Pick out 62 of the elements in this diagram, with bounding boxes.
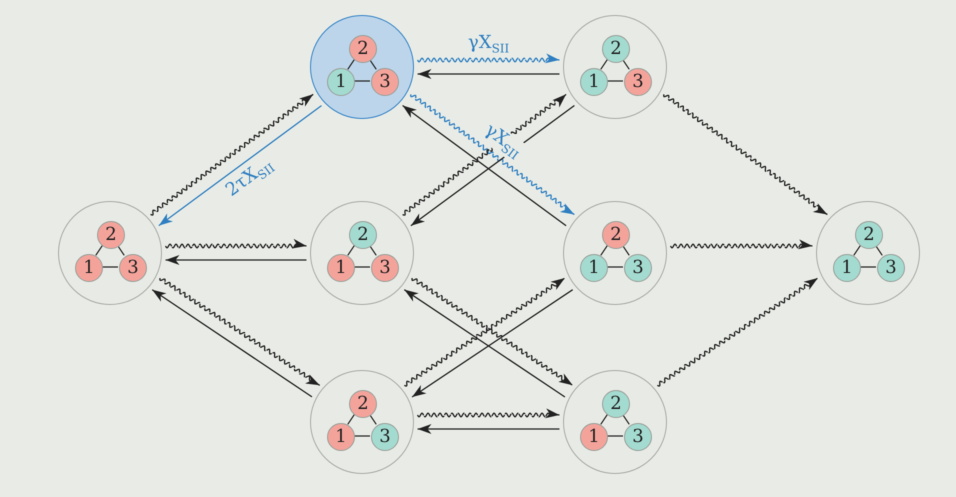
arrow: [158, 105, 322, 226]
connector-line: [369, 414, 377, 425]
connector-line: [600, 59, 608, 70]
connector-line: [369, 59, 377, 70]
numbered-circle: 1: [833, 254, 861, 282]
wavy-arrow: [165, 238, 307, 249]
arrow: [418, 424, 560, 434]
connector-line: [600, 414, 608, 425]
arrow: [418, 69, 560, 79]
numbered-circle: 3: [624, 254, 652, 282]
connector-line: [95, 245, 103, 256]
numbered-circle: 1: [327, 423, 355, 451]
numbered-circle: 3: [371, 254, 399, 282]
connector-line: [607, 435, 623, 437]
wavy-arrow: [670, 239, 813, 250]
numbered-circle: 2: [97, 221, 125, 249]
connector-line: [600, 245, 608, 256]
wavy-arrow: [150, 94, 314, 216]
connector-line: [607, 80, 623, 82]
numbered-circle: 1: [75, 254, 103, 282]
numbered-circle: 3: [371, 423, 399, 451]
connector-line: [853, 245, 861, 256]
connector-line: [875, 245, 883, 256]
numbered-circle: 1: [580, 423, 608, 451]
numbered-circle: 2: [349, 221, 377, 249]
connector-line: [369, 245, 377, 256]
numbered-circle: 1: [327, 254, 355, 282]
numbered-circle: 2: [349, 35, 377, 63]
wavy-arrow: [663, 94, 828, 216]
connector-line: [347, 59, 355, 70]
connector-line: [860, 266, 876, 268]
connector-line: [117, 245, 125, 256]
connector-line: [347, 245, 355, 256]
numbered-circle: 2: [602, 390, 630, 418]
numbered-circle: 3: [624, 423, 652, 451]
numbered-circle: 2: [855, 221, 883, 249]
wavy-arrow: [159, 278, 320, 386]
numbered-circle: 3: [371, 68, 399, 96]
numbered-circle: 3: [624, 68, 652, 96]
arrow: [152, 289, 312, 398]
wavy-arrow: [657, 277, 818, 387]
arrow: [166, 255, 306, 265]
numbered-circle: 3: [877, 254, 905, 282]
numbered-circle: 3: [119, 254, 147, 282]
wavy-arrow: [417, 53, 560, 64]
edge-label: γX$_{SII}$: [466, 32, 512, 56]
connector-line: [622, 245, 630, 256]
numbered-circle: 2: [602, 35, 630, 63]
connector-line: [347, 414, 355, 425]
wavy-arrow: [417, 408, 560, 418]
connector-line: [354, 80, 370, 82]
numbered-circle: 2: [602, 221, 630, 249]
numbered-circle: 1: [327, 68, 355, 96]
connector-line: [354, 435, 370, 437]
connector-line: [607, 266, 623, 268]
connector-line: [622, 59, 630, 70]
connector-line: [354, 266, 370, 268]
connector-line: [622, 414, 630, 425]
connector-line: [102, 266, 118, 268]
numbered-circle: 1: [580, 254, 608, 282]
numbered-circle: 1: [580, 68, 608, 96]
numbered-circle: 2: [349, 390, 377, 418]
